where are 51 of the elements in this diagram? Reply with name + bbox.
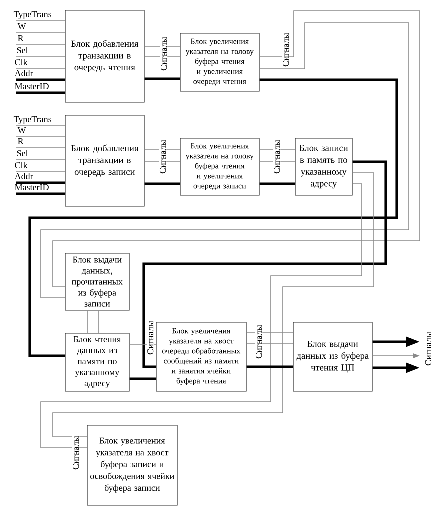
connector-line	[144, 182, 180, 186]
edge-label: Sel	[17, 47, 28, 54]
connector-line	[28, 78, 398, 358]
edge-label: W	[18, 128, 26, 134]
connector-line	[16, 136, 66, 138]
connector-line	[16, 182, 65, 184]
process-box: Блок выдачи данных, прочитанных из буфера записи	[65, 253, 130, 311]
edge-label: Clk	[15, 162, 28, 168]
connector-line	[246, 366, 293, 368]
edge-label: W	[18, 24, 26, 30]
process-box: Блок увеличения указателя на голову буфера чтения и увеличения очереди записи	[180, 138, 260, 196]
connector-line	[16, 56, 66, 58]
process-box: Блок добавления транзакции в очередь записи	[65, 115, 145, 207]
connector-line	[16, 78, 65, 82]
edge-label: MasterID	[15, 184, 49, 190]
connector-line	[142, 160, 388, 368]
edge-label: Сигналы	[72, 435, 80, 471]
edge-label: Addr	[14, 173, 34, 180]
process-box: Блок увеличения указателя на хвост буфера записи и освобождения ячейки буфера записи	[87, 425, 178, 506]
process-box: Блок чтения данных из памяти по указанному адресу	[65, 333, 130, 392]
connector-line	[16, 92, 65, 94]
edge-label: R	[18, 138, 24, 144]
connector-line	[16, 44, 66, 46]
connector-line	[260, 182, 295, 186]
edge-label: Сигналы	[146, 320, 154, 356]
connector-line	[130, 378, 156, 380]
connector-line	[16, 192, 65, 196]
connector-line	[16, 32, 66, 34]
edge-label: Сигналы	[255, 324, 263, 360]
process-box: Блок добавления транзакции в очередь чтения	[65, 10, 145, 103]
process-box: Блок увеличения указателя на голову буфера чтения и увеличения очереди чтения	[180, 33, 260, 92]
edge-label: MasterID	[15, 84, 49, 90]
edge-label: Clk	[15, 59, 28, 66]
edge-label: Сигналы	[160, 36, 168, 72]
edge-label: R	[18, 36, 24, 42]
connector-line	[246, 332, 294, 334]
process-box: Блок записи в память по указанному адресу	[295, 138, 353, 196]
process-box: Блок выдачи данных из буфера чтения ЦП	[293, 322, 373, 392]
edge-label: TypeTrans	[14, 116, 52, 124]
edge-label: Сигналы	[159, 139, 167, 175]
connector-line	[16, 20, 66, 22]
connector-line	[98, 310, 100, 334]
edge-label: TypeTrans	[14, 12, 52, 20]
edge-label: Сигналы	[282, 32, 290, 68]
edge-label: Addr	[14, 70, 34, 76]
connector-line	[16, 68, 66, 70]
edge-label: Sel	[17, 150, 28, 156]
edge-label: Сигналы	[424, 331, 432, 367]
edge-label: Сигналы	[273, 139, 281, 175]
process-box: Блок увеличения указателя на хвост очереди обработанных сообщений из памяти и занятия ячейки буфера чтения	[156, 322, 247, 392]
connector-line	[144, 78, 180, 80]
